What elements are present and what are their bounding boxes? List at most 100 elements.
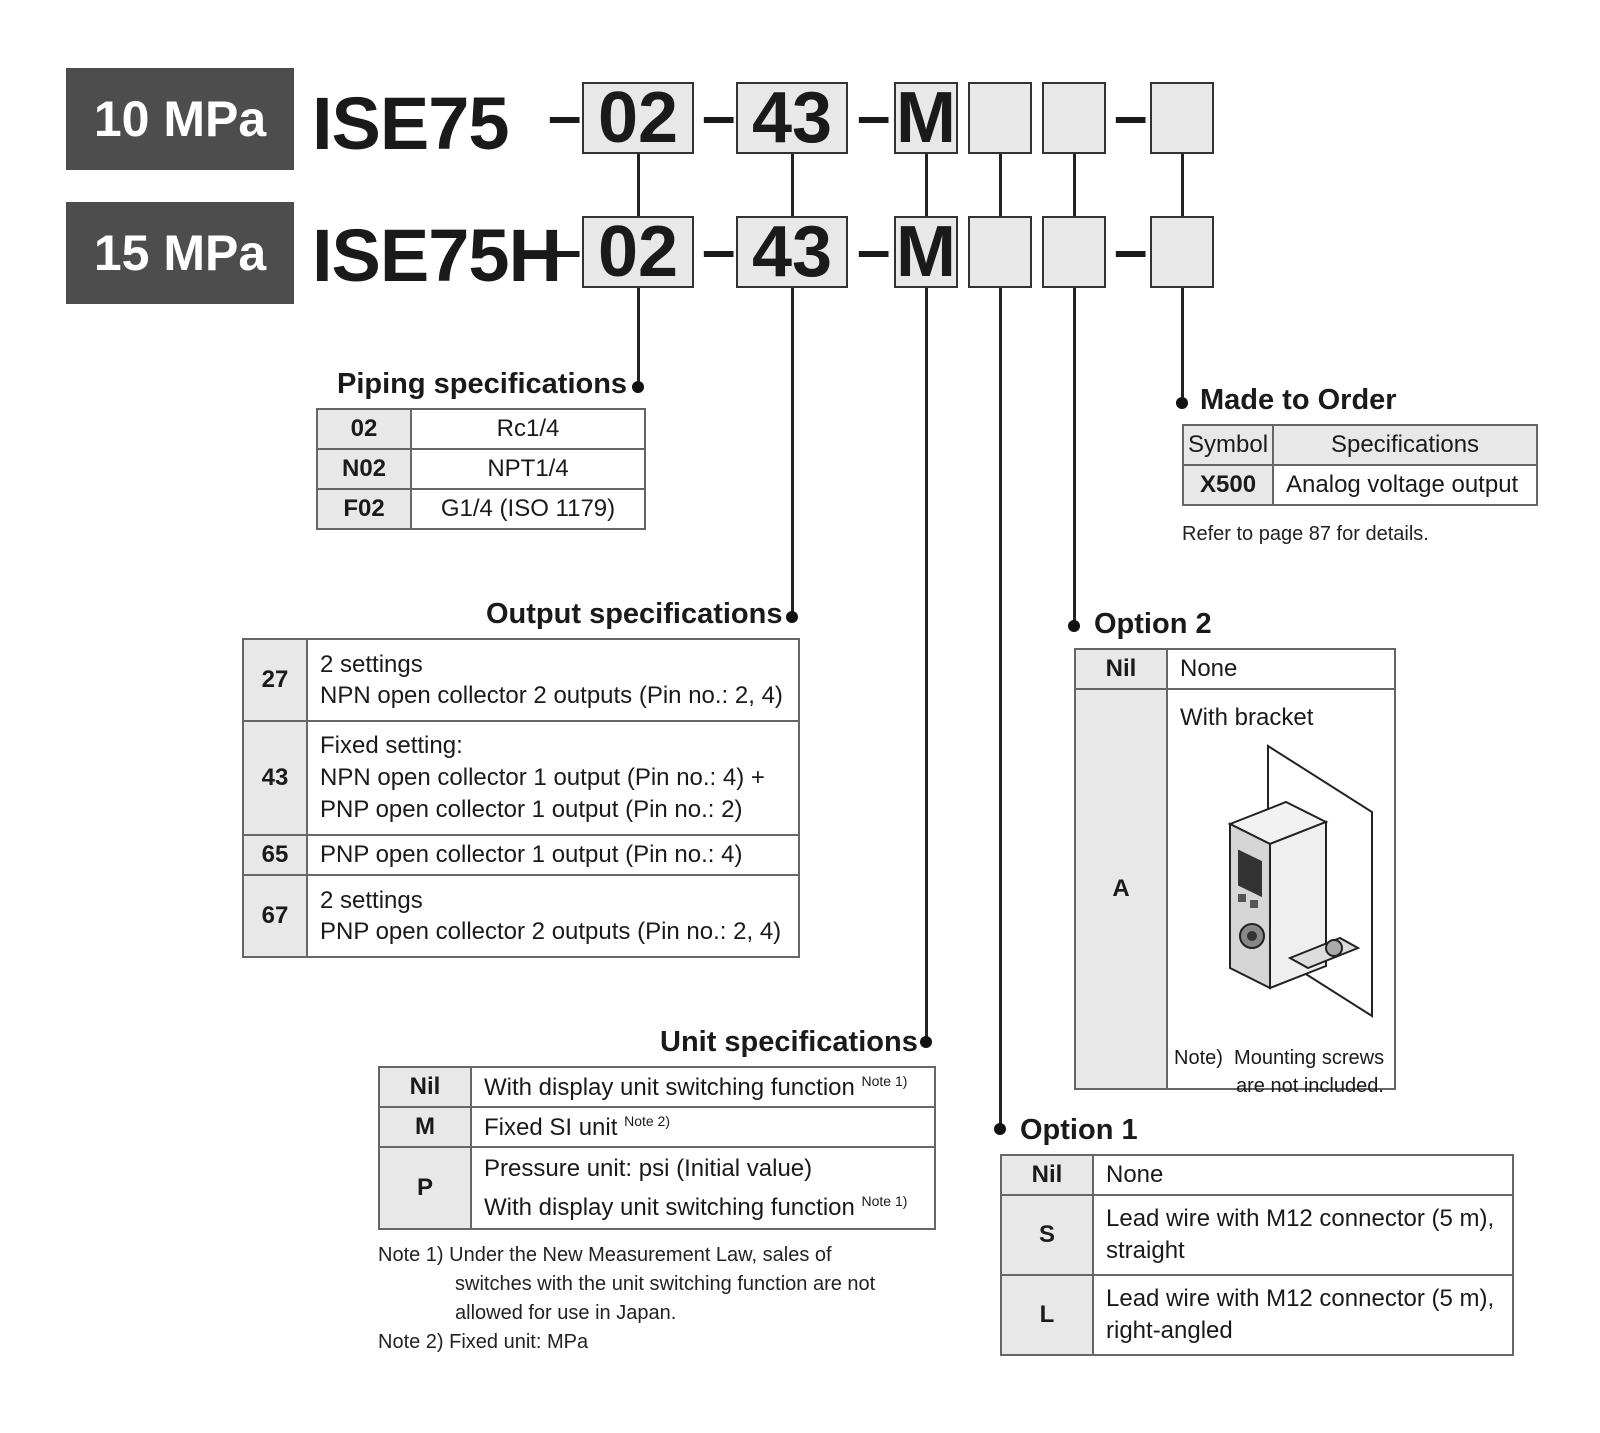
output-desc-line: 2 settings [320, 651, 423, 678]
leader-dot [632, 381, 644, 393]
table-row: Symbol Specifications [1181, 424, 1538, 466]
model-name-ise75h: ISE75H [312, 214, 562, 297]
table-row: 43 Fixed setting: NPN open collector 1 ou… [242, 720, 800, 836]
leader-line-unit [925, 288, 928, 1043]
option1-desc: Lead wire with M12 connector (5 m), right… [1092, 1274, 1514, 1356]
table-row: L Lead wire with M12 connector (5 m), rig… [1000, 1274, 1514, 1356]
pressure-badge-10mpa: 10 MPa [66, 68, 294, 170]
option1-desc-line: right-angled [1106, 1317, 1233, 1344]
connector-line [925, 154, 928, 216]
output-code: 67 [242, 874, 308, 958]
unit-code: P [378, 1146, 472, 1230]
leader-line-option2 [1073, 288, 1076, 626]
output-desc-line: PNP open collector 2 outputs (Pin no.: 2… [320, 918, 782, 945]
option2-note-label: Note) [1174, 1047, 1223, 1069]
table-row: 65 PNP open collector 1 output (Pin no.:… [242, 834, 800, 876]
dash: – [857, 82, 891, 149]
note-ref: Note 2) [624, 1112, 670, 1129]
unit-desc-text: With display unit switching function [484, 1073, 855, 1101]
leader-dot [786, 611, 798, 623]
option2-code: Nil [1074, 648, 1168, 690]
connector-line [999, 154, 1002, 216]
unit-note: switches with the unit switching functio… [455, 1273, 876, 1295]
unit-desc-text: Fixed SI unit [484, 1113, 618, 1141]
connector-line [1073, 154, 1076, 216]
unit-note: allowed for use in Japan. [455, 1302, 677, 1324]
made-to-order-note: Refer to page 87 for details. [1182, 523, 1429, 545]
table-row: X500 Analog voltage output [1181, 464, 1538, 506]
option2-note-text: Mounting screws [1234, 1047, 1385, 1069]
code-box-unit: M [894, 216, 958, 288]
output-code: 43 [242, 720, 308, 836]
option2-code: A [1074, 688, 1168, 1090]
leader-dot [994, 1123, 1006, 1135]
option1-desc-line: straight [1106, 1237, 1185, 1264]
table-row: A With bracket Note) Mounting screws are… [1074, 688, 1396, 1097]
piping-desc: G1/4 (ISO 1179) [410, 488, 646, 530]
leader-line-output [791, 288, 794, 618]
unit-desc: Pressure unit: psi (Initial value) With d… [470, 1146, 936, 1230]
dash: – [702, 82, 736, 149]
option2-note-text: are not included. [1236, 1075, 1384, 1097]
unit-desc: Fixed SI unit Note 2) [470, 1106, 936, 1148]
option2-title: Option 2 [1094, 608, 1212, 640]
option1-title: Option 1 [1020, 1114, 1138, 1146]
output-desc-line: 2 settings [320, 887, 423, 914]
connector-line [637, 154, 640, 216]
output-code: 27 [242, 638, 308, 722]
connector-line [1181, 154, 1184, 216]
option1-code: S [1000, 1194, 1094, 1276]
bracket-sensor-illustration [1227, 744, 1373, 1018]
pressure-badge-15mpa: 15 MPa [66, 202, 294, 304]
unit-desc: With display unit switching function Not… [470, 1066, 936, 1108]
unit-note: Note 2) Fixed unit: MPa [378, 1331, 589, 1353]
code-box-unit: M [894, 82, 958, 154]
connector-line [791, 154, 794, 216]
unit-desc-text: Pressure unit: psi (Initial value) [484, 1154, 813, 1182]
output-desc: Fixed setting: NPN open collector 1 outpu… [306, 720, 800, 836]
output-desc-line: NPN open collector 2 outputs (Pin no.: 2… [320, 682, 783, 709]
model-name-ise75: ISE75 [312, 82, 510, 165]
unit-code: M [378, 1106, 472, 1148]
unit-title: Unit specifications [660, 1026, 918, 1058]
piping-desc: NPT1/4 [410, 448, 646, 490]
unit-desc-text: With display unit switching function [484, 1193, 855, 1221]
output-desc-line: Fixed setting: [320, 732, 463, 759]
option1-code: L [1000, 1274, 1094, 1356]
output-desc-line: NPN open collector 1 output (Pin no.: 4)… [320, 764, 765, 791]
option2-desc-text: With bracket [1180, 704, 1314, 731]
leader-dot [1176, 397, 1188, 409]
leader-line-piping [637, 288, 640, 388]
code-box-option2 [1042, 82, 1106, 154]
output-code: 65 [242, 834, 308, 876]
unit-note: Note 1) Under the New Measurement Law, s… [378, 1244, 832, 1266]
piping-code: 02 [316, 408, 412, 450]
made-to-order-code: X500 [1181, 464, 1275, 506]
option2-note: Note) Mounting screws are not included. [1174, 1044, 1384, 1100]
code-box-option1 [968, 82, 1032, 154]
option1-desc: Lead wire with M12 connector (5 m),strai… [1092, 1194, 1514, 1276]
code-box-made-to-order [1150, 82, 1214, 154]
option1-desc-line: Lead wire with M12 connector (5 m), [1106, 1285, 1495, 1312]
dash: – [548, 82, 582, 149]
piping-desc: Rc1/4 [410, 408, 646, 450]
code-box-made-to-order [1150, 216, 1214, 288]
dash: – [857, 216, 891, 283]
dash: – [702, 216, 736, 283]
piping-title: Piping specifications [337, 368, 628, 400]
note-ref: Note 1) [861, 1192, 908, 1209]
code-box-output: 43 [736, 216, 848, 288]
output-desc: PNP open collector 1 output (Pin no.: 4) [306, 834, 800, 876]
option1-table: Nil None S Lead wire with M12 connector … [1000, 1154, 1514, 1356]
option2-table: Nil None A With bracket Note) Mounting [1074, 648, 1396, 1097]
leader-dot [1068, 620, 1080, 632]
dash: – [548, 216, 582, 283]
output-title: Output specifications [486, 598, 783, 630]
